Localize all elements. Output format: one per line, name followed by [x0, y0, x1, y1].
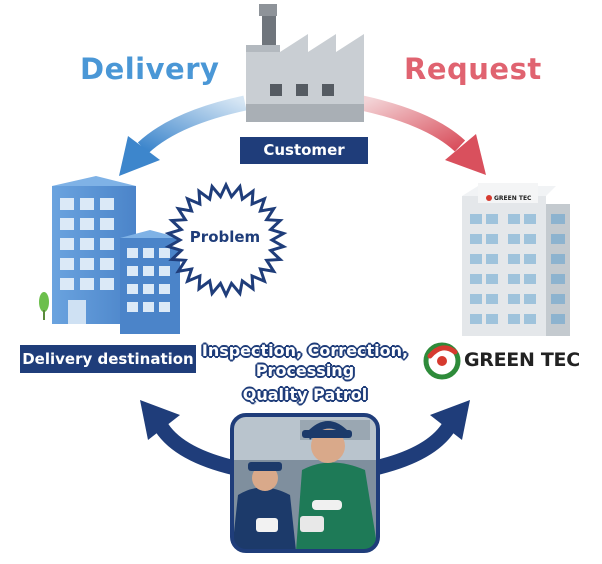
service-line-processing: Processing — [255, 361, 355, 380]
green-tec-brand: GREEN TEC — [423, 343, 598, 379]
office-buildings-icon — [39, 176, 180, 334]
request-label: Request — [404, 52, 542, 86]
green-tec-logo-icon — [423, 342, 461, 380]
delivery-arrow — [119, 95, 247, 176]
service-line-quality-patrol: Quality Patrol — [242, 385, 368, 404]
inspection-workers-photo — [230, 413, 380, 553]
return-arrow-right — [373, 400, 470, 476]
starburst-icon — [164, 181, 288, 299]
return-arrow-left — [140, 400, 237, 476]
customer-label: Customer — [240, 137, 368, 164]
request-arrow — [360, 95, 486, 175]
delivery-destination-label: Delivery destination — [20, 345, 196, 373]
problem-label: Problem — [189, 228, 261, 246]
brand-name: GREEN TEC — [464, 349, 580, 371]
service-line-inspection: Inspection, Correction, — [201, 341, 409, 360]
delivery-label: Delivery — [80, 52, 220, 86]
factory-icon — [246, 4, 364, 122]
building-sign: GREEN TEC — [494, 195, 532, 202]
green-tec-building-icon — [462, 183, 570, 336]
